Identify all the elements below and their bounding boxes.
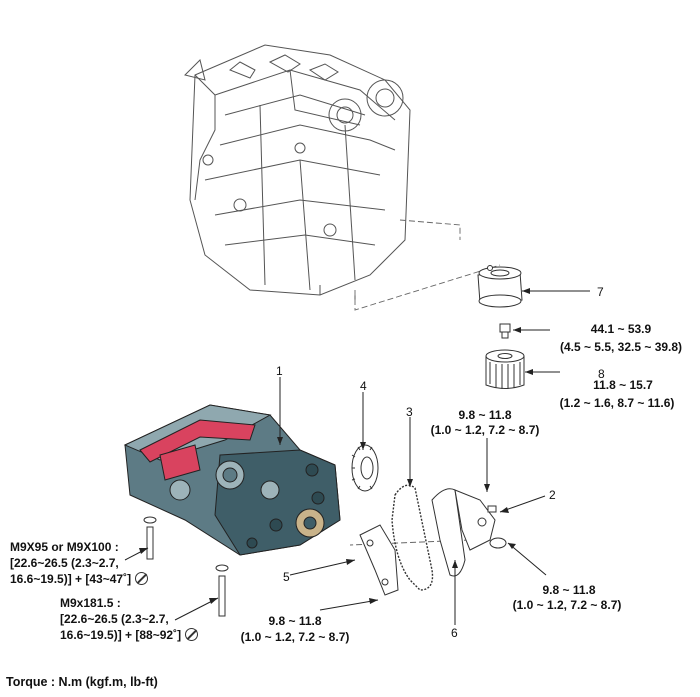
label-8: 8 [598,367,605,381]
bolt-a-spec-line2: [22.6~26.5 (2.3~2.7, [10,556,119,570]
module-bolt-drawing [143,516,229,617]
oil-filter-housing-drawing [477,265,523,308]
torque-5-detail: (1.0 ~ 1.2, 7.2 ~ 8.7) [240,630,350,644]
label-2: 2 [549,488,556,502]
torque-2-value: 9.8 ~ 11.8 [542,583,596,597]
torque-7-value: 44.1 ~ 53.9 [590,322,652,336]
torque-units-note: Torque : N.m (kgf.m, lb-ft) [6,675,158,689]
torque-8-value: 11.8 ~ 15.7 [593,378,653,392]
label-4: 4 [360,379,367,393]
no-reuse-icon [135,572,149,585]
bolt-b-spec-line3: 16.6~19.5)] + [88~92˚] [60,628,199,642]
torque-3-value: 9.8 ~ 11.8 [458,408,512,422]
bolt-a-spec-title: M9X95 or M9X100 : [10,540,119,554]
bolt-b-spec-title: M9x181.5 : [60,596,121,610]
label-5: 5 [283,570,290,584]
chain-guide-drawing [359,524,399,596]
sprocket-drawing [351,444,379,492]
torque-8-detail: (1.2 ~ 1.6, 8.7 ~ 11.6) [559,396,675,410]
balance-shaft-module-drawing [123,404,341,556]
label-3: 3 [406,405,413,419]
bolt-a-spec-line3: 16.6~19.5)] + [43~47˚] [10,572,149,586]
label-1: 1 [276,364,283,378]
engine-block-drawing [184,44,411,300]
no-reuse-icon [185,628,199,641]
chain-drawing [391,484,434,591]
bolt-b-spec-line2: [22.6~26.5 (2.3~2.7, [60,612,169,626]
torque-7-detail: (4.5 ~ 5.5, 32.5 ~ 39.8) [559,340,683,354]
label-6: 6 [451,626,458,640]
chain-tensioner-drawing [431,488,507,577]
oil-filter-drawing [485,349,525,389]
label-7: 7 [597,285,604,299]
torque-2-detail: (1.0 ~ 1.2, 7.2 ~ 8.7) [512,598,622,612]
torque-5-value: 9.8 ~ 11.8 [268,614,322,628]
torque-3-detail: (1.0 ~ 1.2, 7.2 ~ 8.7) [430,423,540,437]
